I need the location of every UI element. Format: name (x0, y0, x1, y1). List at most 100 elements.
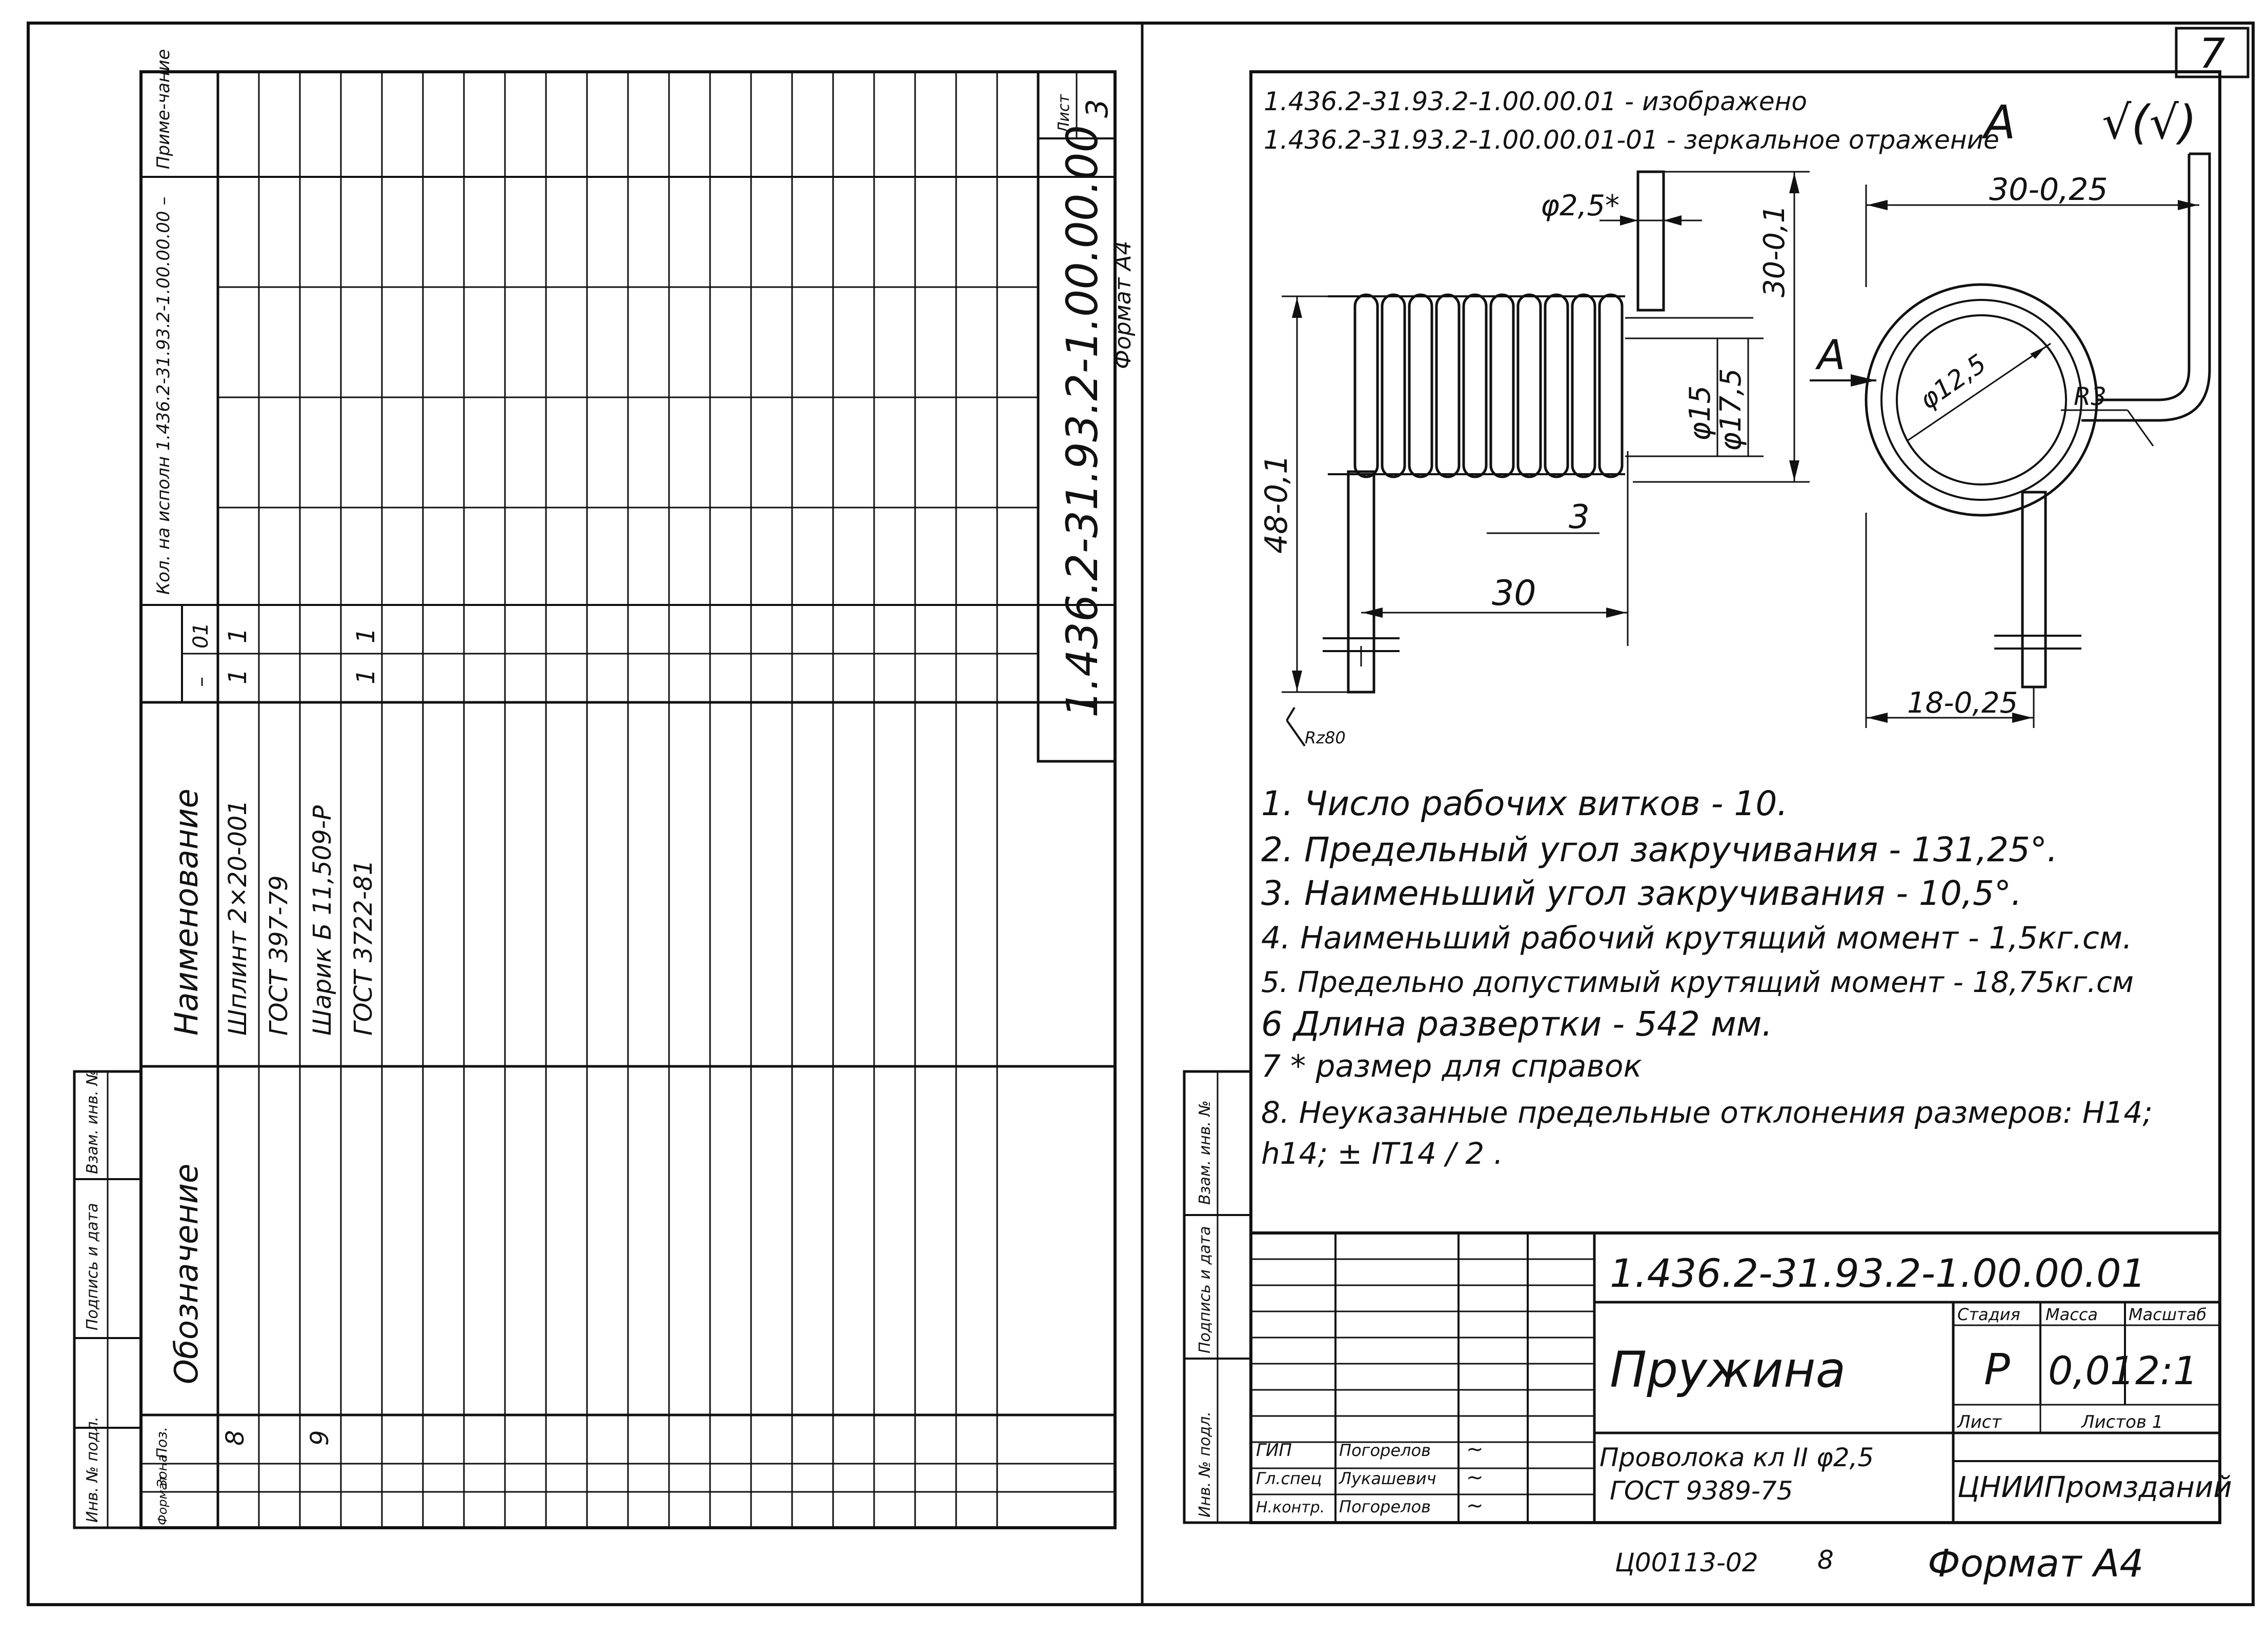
stage-value: Р (1984, 1344, 2010, 1394)
role-3-name: Погорелов (1339, 1497, 1431, 1516)
spec-header-exec-01: 01 (189, 622, 213, 649)
outer-frames (27, 22, 2255, 1606)
coil-turn (1571, 293, 1596, 478)
note-6: 6 Длина развертки - 542 мм. (1261, 1004, 1773, 1044)
spec-code-block: Лист 3 1.436.2-31.93.2-1.00.00.00 (1037, 70, 1117, 763)
note-2: 2. Предельный угол закручивания - 131,25… (1261, 830, 2058, 869)
roughness-symbol: √(√) (2102, 96, 2197, 150)
role-3: Н.контр. (1256, 1499, 1325, 1516)
spec-row-3-qty-main: 1 (352, 669, 380, 684)
org-name: ЦНИИПромзданий (1957, 1471, 2232, 1504)
note-1: 1. Число рабочих витков - 10. (1261, 784, 1788, 823)
title-material-2: ГОСТ 9389-75 (1610, 1476, 1793, 1506)
dim-offset: 18-0,25 (1907, 686, 2018, 720)
dim-arm-len: 30-0,25 (1989, 172, 2108, 208)
spec-doc-code: 1.436.2-31.93.2-1.00.00.00 (1057, 125, 1107, 718)
role-1-sign: ~ (1466, 1438, 1484, 1461)
coil-turn (1435, 293, 1461, 478)
title-block: 1.436.2-31.93.2-1.00.00.01 Пружина Прово… (1249, 1231, 2232, 1524)
drawing-header-line1: 1.436.2-31.93.2-1.00.00.01 - изображено (1264, 87, 1807, 116)
spec-header-name: Наименование (168, 788, 205, 1036)
note-8: 8. Неуказанные предельные отклонения раз… (1261, 1095, 2153, 1130)
note-9: h14; ± IT14 / 2 . (1261, 1136, 1503, 1171)
drawing-page: 7 Взам. инв. № Подпись и дата Инв. № под… (1183, 27, 2250, 1586)
spec-row-1-qty-01: 1 (224, 628, 252, 643)
spring-side-view: 30-0,25 φ12,5 R3 18-0,25 (1865, 152, 2211, 728)
coil-turn (1516, 293, 1542, 478)
view-label: А (1981, 96, 2016, 150)
coil-turn (1408, 293, 1433, 478)
spec-table: Обозначение Наименование Кол. на исполн … (139, 49, 1117, 1529)
role-2-sign: ~ (1466, 1466, 1484, 1489)
list-label: Лист (1956, 1412, 2002, 1432)
spec-header-pos: Поз. (153, 1427, 170, 1459)
role-2: Гл.спец (1256, 1469, 1322, 1488)
coil-turn (1489, 293, 1515, 478)
footer-page: 8 (1817, 1545, 1834, 1575)
spec-sheet-number: 3 (1080, 99, 1115, 118)
spec-header-note: Приме-чание (153, 49, 174, 169)
spec-row-4-name: ГОСТ 3722-81 (349, 860, 378, 1036)
technical-notes: 1. Число рабочих витков - 10. 2. Предель… (1261, 784, 2153, 1171)
dim-coil-len: 30 (1492, 573, 1536, 614)
scale-label: Масштаб (2129, 1305, 2206, 1324)
note-5: 5. Предельно допустимый крутящий момент … (1261, 966, 2134, 999)
spec-grid (258, 72, 998, 1528)
spec-row-1-qty-main: 1 (224, 669, 252, 684)
drawing-stamp-vzam: Взам. инв. № (1196, 1100, 1214, 1205)
stamp-vzam-inv: Взам. инв. № (84, 1069, 102, 1174)
mass-value: 0,01 (2048, 1348, 2135, 1393)
stage-label: Стадия (1957, 1305, 2020, 1324)
footer-format: Формат А4 (1928, 1542, 2143, 1586)
dim-bore-dia: φ12,5 (1914, 349, 1992, 415)
qty-grid (141, 286, 1038, 1492)
spec-header-zone: Зона (155, 1454, 170, 1488)
spec-row-3-name: Шарик Б 11,509-Р (308, 805, 337, 1036)
spec-header-qty: Кол. на исполн 1.436.2-31.93.2-1.00.00.0… (153, 197, 174, 595)
stamp-sign-date: Подпись и дата (84, 1203, 102, 1331)
spec-sheet-label: Лист (1055, 93, 1073, 134)
dim-total-height: 48-0,1 (1259, 455, 1294, 554)
drawing-side-stamp: Взам. инв. № Подпись и дата Инв. № подл. (1183, 1070, 1252, 1524)
spec-row-3-qty-01: 1 (352, 628, 380, 643)
dim-roughness: Rz80 (1305, 728, 1346, 747)
note-3: 3. Наименьший угол закручивания - 10,5°. (1261, 874, 2022, 913)
page-number: 7 (2199, 30, 2225, 77)
dim-bend-radius: R3 (2074, 382, 2107, 411)
spec-row-1-name: Шплинт 2×20-001 (224, 800, 252, 1036)
dim-leg-height: 30-0,1 (1758, 205, 1791, 297)
lists-label: Листов 1 (2080, 1412, 2163, 1432)
drawing-stamp-sign: Подпись и дата (1196, 1226, 1214, 1354)
title-block-grid (1251, 1258, 1594, 1495)
role-3-sign: ~ (1466, 1494, 1484, 1517)
coil-turn (1462, 293, 1488, 478)
note-4: 4. Наименьший рабочий крутящий момент - … (1261, 920, 2132, 956)
spring-coils (1353, 293, 1624, 478)
side-stamp: Взам. инв. № Подпись и дата Инв. № подл. (73, 1069, 143, 1529)
title-name: Пружина (1610, 1341, 1846, 1399)
title-material-1: Проволока кл II φ2,5 (1599, 1443, 1874, 1472)
spec-row-1-pos: 8 (221, 1430, 250, 1446)
mass-label: Масса (2046, 1305, 2098, 1324)
role-2-name: Лукашевич (1339, 1469, 1436, 1488)
stamp-inv-podl: Инв. № подл. (84, 1417, 102, 1523)
spec-page: Взам. инв. № Подпись и дата Инв. № подл. (73, 49, 1136, 1529)
role-1: ГИП (1256, 1440, 1292, 1461)
dim-outer-dia: φ17,5 (1714, 368, 1748, 451)
dim-inner-dia: φ15 (1684, 386, 1717, 441)
page-number-box (2175, 27, 2250, 78)
footer-album: Ц00113-02 (1615, 1548, 1758, 1577)
spec-header-format: Формат (155, 1475, 170, 1525)
drawing-stamp-inv: Инв. № подл. (1196, 1411, 1214, 1517)
spring-front-view: φ2,5* 30-0,1 φ15 φ17,5 3 30 48-0,1 Rz80 … (1259, 170, 1876, 747)
coil-turn (1598, 293, 1624, 478)
spec-row-2-name: ГОСТ 397-79 (265, 875, 293, 1036)
spec-header-designation: Обозначение (168, 1164, 205, 1384)
role-1-name: Погорелов (1339, 1441, 1431, 1460)
title-code: 1.436.2-31.93.2-1.00.00.01 (1610, 1250, 2146, 1296)
note-7: 7 * размер для справок (1261, 1048, 1642, 1084)
view-arrow-label: А (1815, 331, 1846, 379)
coil-turn (1353, 293, 1379, 478)
coil-turn (1381, 293, 1406, 478)
